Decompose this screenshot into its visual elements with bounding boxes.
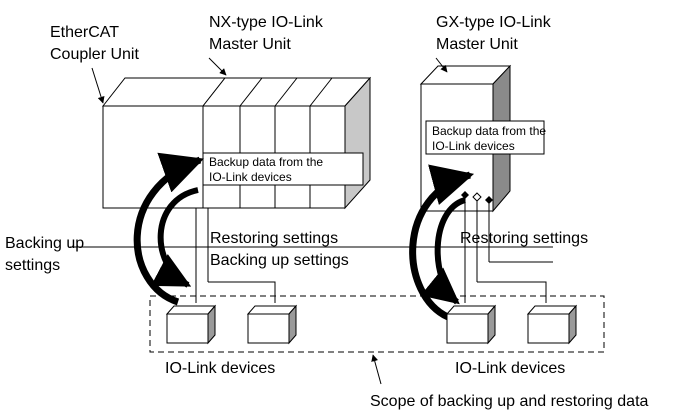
coupler-label-line1: EtherCAT <box>50 24 119 41</box>
coupler-label-line2: Coupler Unit <box>50 46 139 63</box>
coupler-leader-line <box>91 67 105 104</box>
io-link-device <box>246 304 298 345</box>
gx-label-line2: Master Unit <box>436 36 518 53</box>
devices-right-label: IO-Link devices <box>455 360 565 377</box>
io-link-device <box>445 304 497 345</box>
gx-backup-line1: Backup data from the <box>432 124 546 138</box>
nx-restoring-label: Restoring settings <box>210 230 338 247</box>
gx-backup-arrow <box>409 164 475 321</box>
nx-backup-line2: IO-Link devices <box>209 170 292 184</box>
nx-io-link-master-unit <box>201 76 372 210</box>
nx-label-line2: Master Unit <box>209 36 291 53</box>
devices-left-label: IO-Link devices <box>165 360 275 377</box>
scope-box <box>149 295 605 353</box>
gx-port-connector-icon <box>485 196 493 204</box>
io-link-device <box>526 304 578 345</box>
scope-label: Scope of backing up and restoring data <box>370 393 649 410</box>
backing-up-label-line1: Backing up <box>5 235 84 252</box>
gx-backup-line2: IO-Link devices <box>432 139 515 153</box>
nx-leader-line <box>208 57 227 76</box>
io-link-device <box>165 304 217 345</box>
gx-backup-data-box <box>425 120 545 155</box>
gx-label-line1: GX-type IO-Link <box>436 14 552 31</box>
backing-up-label-line2: settings <box>5 257 60 274</box>
gx-restore-arrow <box>420 197 467 305</box>
nx-backup-line1: Backup data from the <box>209 155 323 169</box>
gx-leader-line <box>435 57 448 73</box>
scope-leader-line <box>371 354 382 385</box>
nx-restore-arrow <box>150 187 199 288</box>
gx-port-connector-icon <box>472 192 482 202</box>
nx-label-line1: NX-type IO-Link <box>209 14 324 31</box>
nx-backup-data-box <box>202 152 364 186</box>
nx-backup-arrow <box>133 152 204 306</box>
nx-backing-up-label: Backing up settings <box>210 252 349 269</box>
gx-restoring-label: Restoring settings <box>460 230 588 247</box>
